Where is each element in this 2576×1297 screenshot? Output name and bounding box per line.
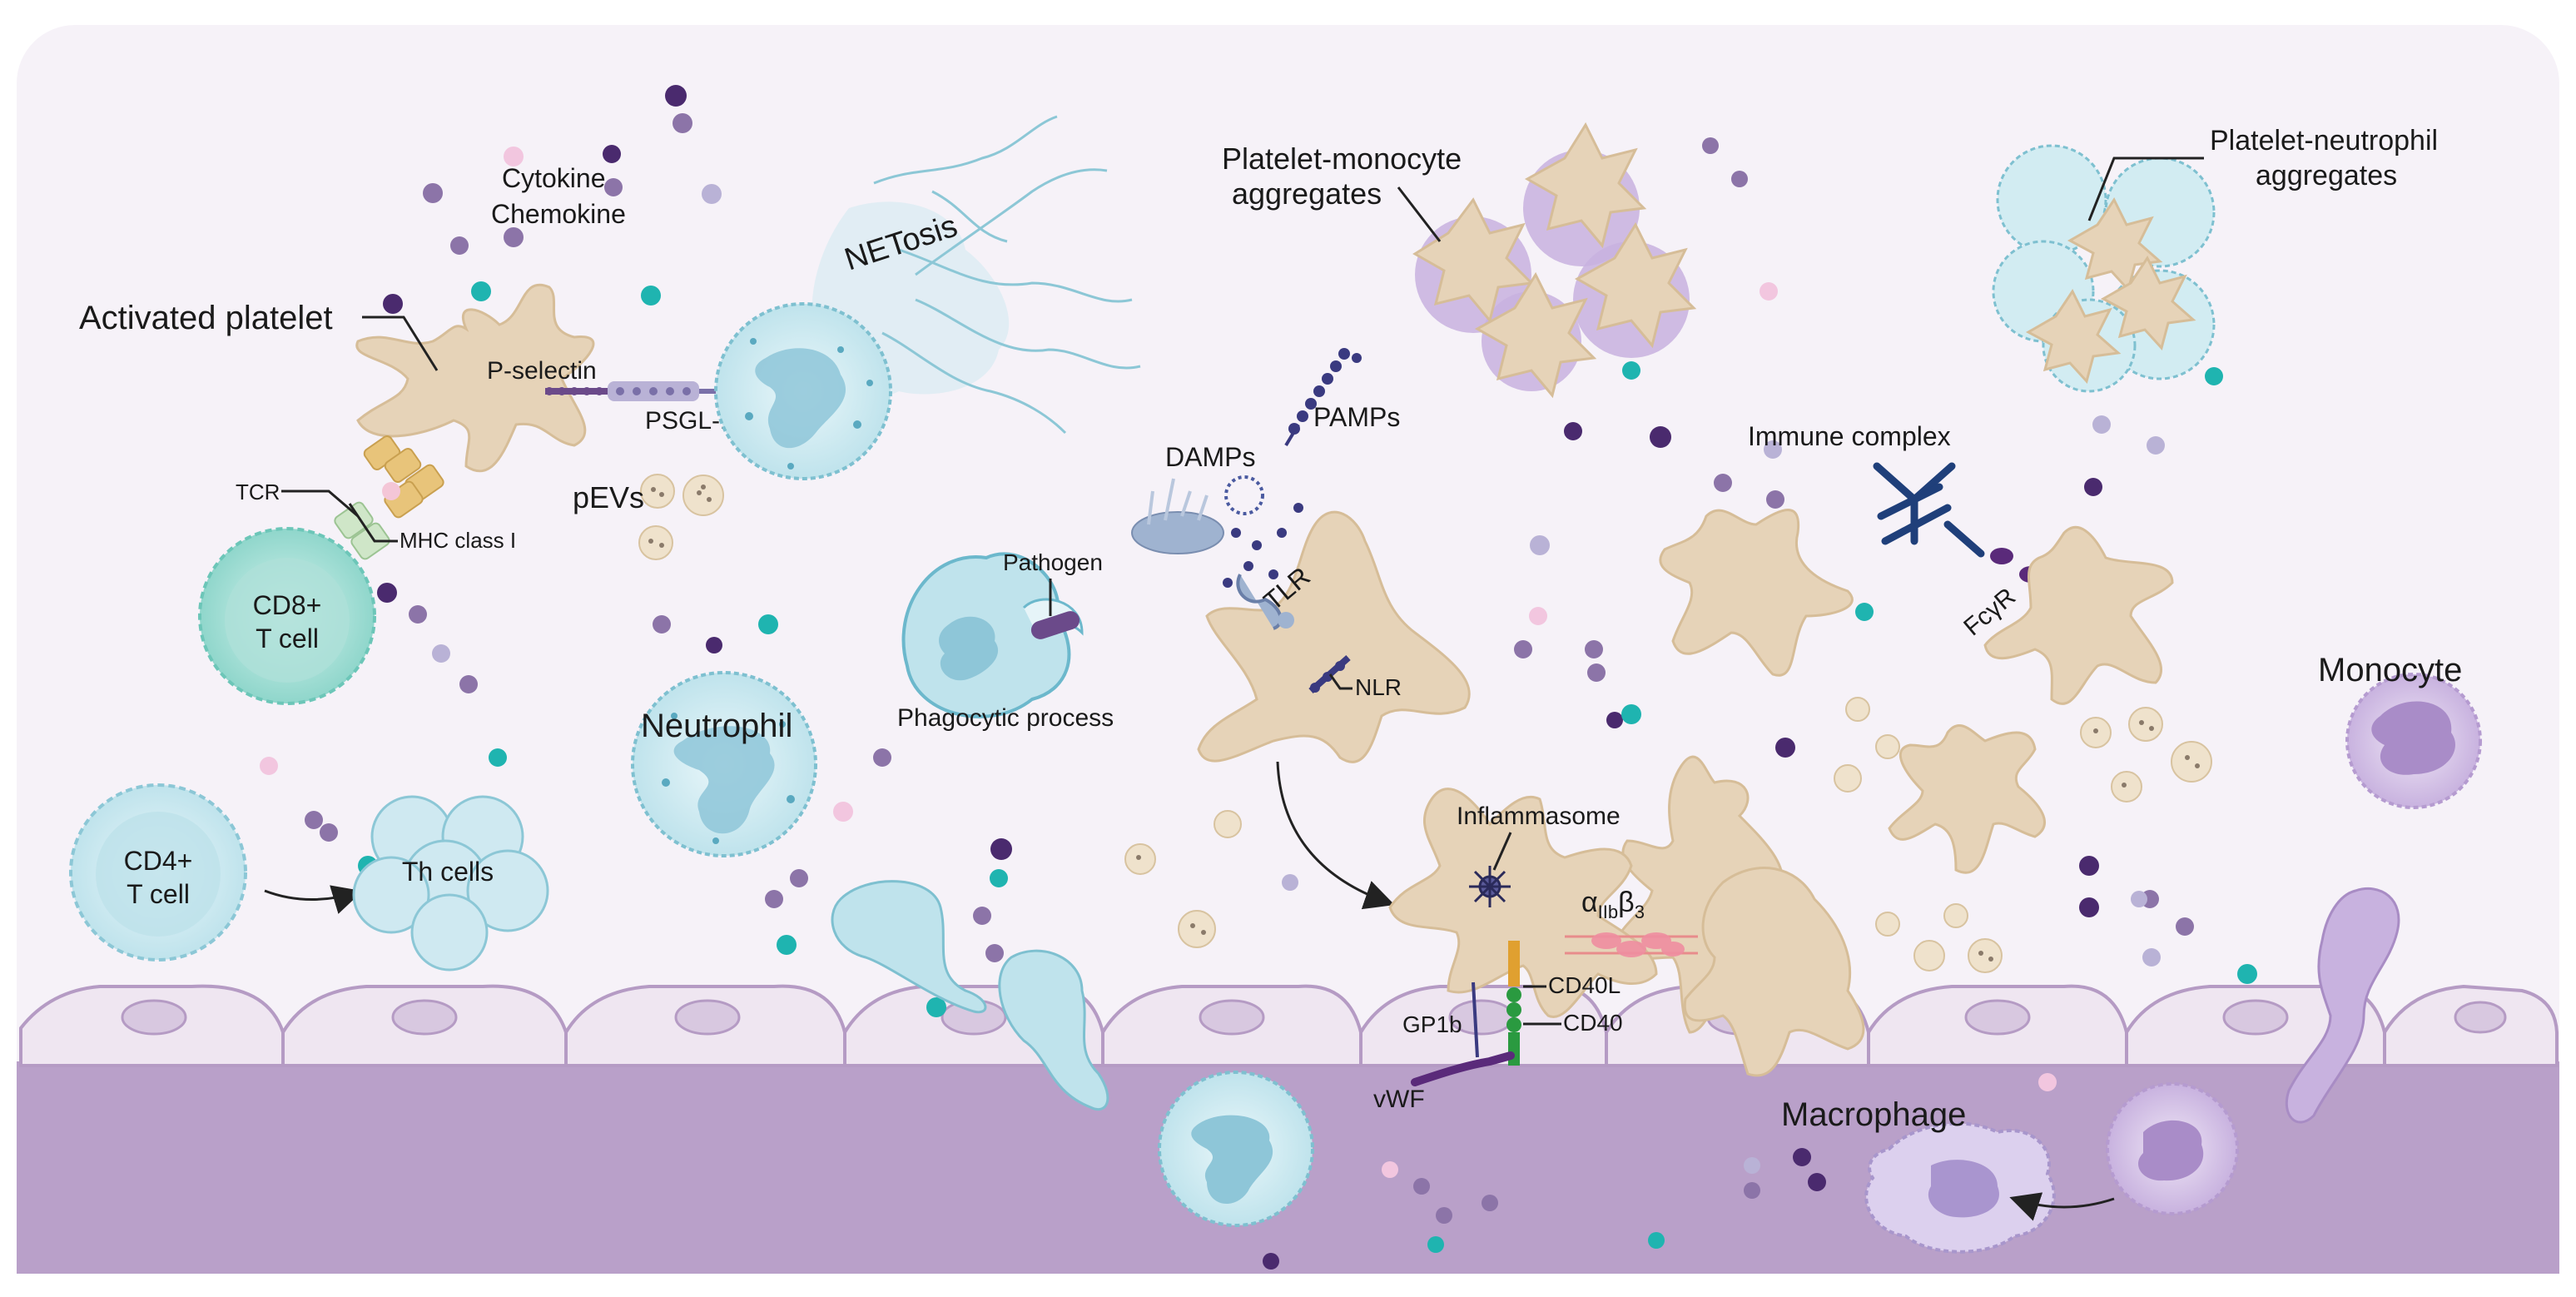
monocyte-cell (2345, 673, 2482, 809)
activated-platelet-label: Activated platelet (79, 300, 333, 336)
cytokine-label: Cytokine (502, 163, 606, 193)
activated-platelet-leader (362, 316, 439, 371)
gp1b-vwf-icon (1411, 981, 1515, 1086)
immune-complex-icon (1873, 462, 1985, 558)
cd4-label-line2: T cell (127, 879, 190, 909)
pamps-label: PAMPs (1313, 402, 1400, 432)
tlr-platelet (1197, 510, 1471, 763)
netosis-neutrophil (714, 115, 1141, 480)
cd4-to-th-arrow (264, 885, 363, 914)
macrophage-cell (1864, 1121, 2056, 1254)
pathogen-icon (1030, 611, 1080, 639)
damps-icon (1131, 475, 1264, 554)
tcr-mhc-complex (334, 435, 444, 560)
free-platelets (1659, 509, 2174, 874)
pathogen-label: Pathogen (1003, 549, 1103, 575)
tissue-monocyte (2106, 1082, 2239, 1215)
cd40l-label: CD40L (1548, 972, 1621, 998)
cd8-label-line2: T cell (256, 624, 319, 653)
tlr-to-inflammasome-arrow (1276, 761, 1395, 910)
mhc-leader (348, 503, 398, 543)
extravasating-neutrophil (831, 880, 1109, 1111)
pamp-damp-particles (1223, 503, 1303, 588)
cytokine-particles (260, 85, 2257, 1270)
platelet-monocyte-leader (1397, 186, 1442, 242)
vwf-label: vWF (1373, 1086, 1425, 1113)
nlr-receptor-icon (1308, 655, 1351, 693)
cd4-label-line1: CD4+ (124, 846, 193, 876)
neutrophil-cell (631, 671, 817, 857)
tcr-leader (281, 489, 359, 518)
platelet-neutrophil-aggregate (1992, 144, 2216, 393)
inflammasome-leader (1492, 832, 1512, 871)
phagocytic-process-label: Phagocytic process (897, 704, 1114, 732)
integrin-alpha-label: αIIbβ3 (1581, 887, 1645, 922)
immune-complex-label: Immune complex (1748, 421, 1951, 451)
cd40l-cd40-icon (1506, 941, 1521, 1066)
th-cells-cluster (352, 795, 549, 972)
platelet-neutrophil-label-line1: Platelet-neutrophil (2210, 125, 2438, 157)
cd8-t-cell (198, 527, 376, 705)
cd8-label-line1: CD8+ (253, 590, 322, 620)
th-cells-label: Th cells (402, 857, 494, 887)
platelet-neutrophil-leader (2087, 157, 2204, 221)
nlr-leader (1328, 673, 1353, 690)
macrophage-label: Macrophage (1781, 1096, 1966, 1133)
platelet-monocyte-label-line2: aggregates (1232, 176, 1382, 211)
pevs-vesicles (638, 474, 2212, 973)
monocyte-to-macrophage-arrow (2009, 1192, 2115, 1221)
subendothelial-neutrophil (1158, 1071, 1314, 1227)
pevs-label: pEVs (573, 480, 644, 514)
cd4-t-cell (69, 783, 247, 962)
integrin-receptor-icon (1565, 932, 1698, 957)
mhc-class-i-label: MHC class I (400, 528, 516, 553)
p-selectin-label: P-selectin (487, 357, 597, 385)
tcr-label: TCR (236, 480, 280, 504)
platelet-monocyte-aggregate (1412, 122, 1697, 399)
pamps-icon (1284, 348, 1362, 447)
transmigrating-monocyte (2285, 887, 2400, 1124)
inflammasome-label: Inflammasome (1457, 803, 1621, 830)
damps-label: DAMPs (1165, 442, 1255, 472)
inflammasome-icon (1469, 866, 1511, 907)
neutrophil-label: Neutrophil (641, 708, 792, 744)
activated-platelet (355, 283, 595, 473)
tlr-receptor-icon (1236, 574, 1294, 630)
central-platelets (1388, 755, 1865, 1077)
platelet-neutrophil-label-line2: aggregates (2256, 160, 2397, 191)
monocyte-label: Monocyte (2318, 652, 2462, 688)
cd40-label: CD40 (1563, 1010, 1623, 1036)
platelet-monocyte-label-line1: Platelet-monocyte (1222, 142, 1462, 176)
gp1b-label: GP1b (1402, 1011, 1462, 1037)
chemokine-label: Chemokine (491, 199, 626, 229)
nlr-label: NLR (1355, 674, 1402, 700)
